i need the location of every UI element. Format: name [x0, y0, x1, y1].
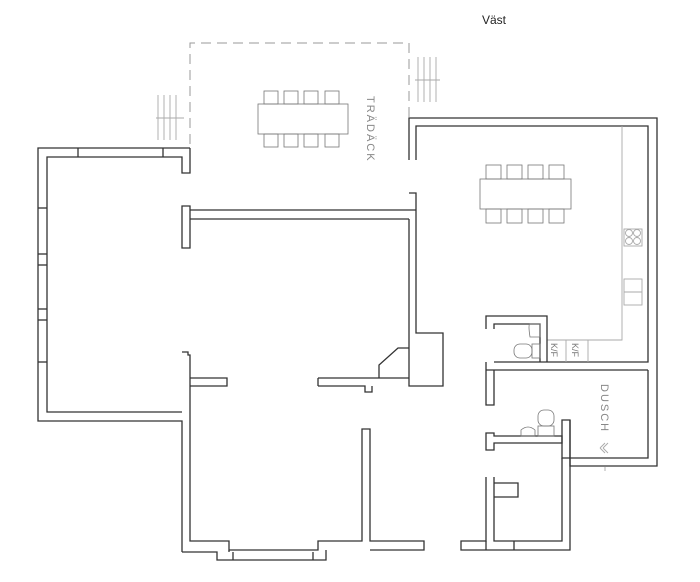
- deck-outline: [156, 42, 440, 160]
- wc-upper: [485, 315, 548, 362]
- deck-dining-table: [257, 90, 349, 148]
- compass-label: Väst: [482, 13, 507, 27]
- bathroom: [485, 409, 609, 471]
- living-room-walls: [37, 147, 191, 552]
- hall-walls: [182, 351, 425, 561]
- room-label-deck: TRÄDÄCK: [364, 96, 376, 163]
- fridge-freezer-label-2: K/F: [570, 343, 580, 358]
- kitchen-walls: [408, 117, 658, 467]
- kitchen-counter: [547, 126, 643, 362]
- fridge-freezer-label-1: K/F: [549, 343, 559, 358]
- room-label-shower: DUSCH: [598, 384, 610, 434]
- central-walls: [181, 192, 444, 393]
- kitchen-dining-table: [479, 164, 572, 224]
- utility-room-walls: [460, 420, 571, 551]
